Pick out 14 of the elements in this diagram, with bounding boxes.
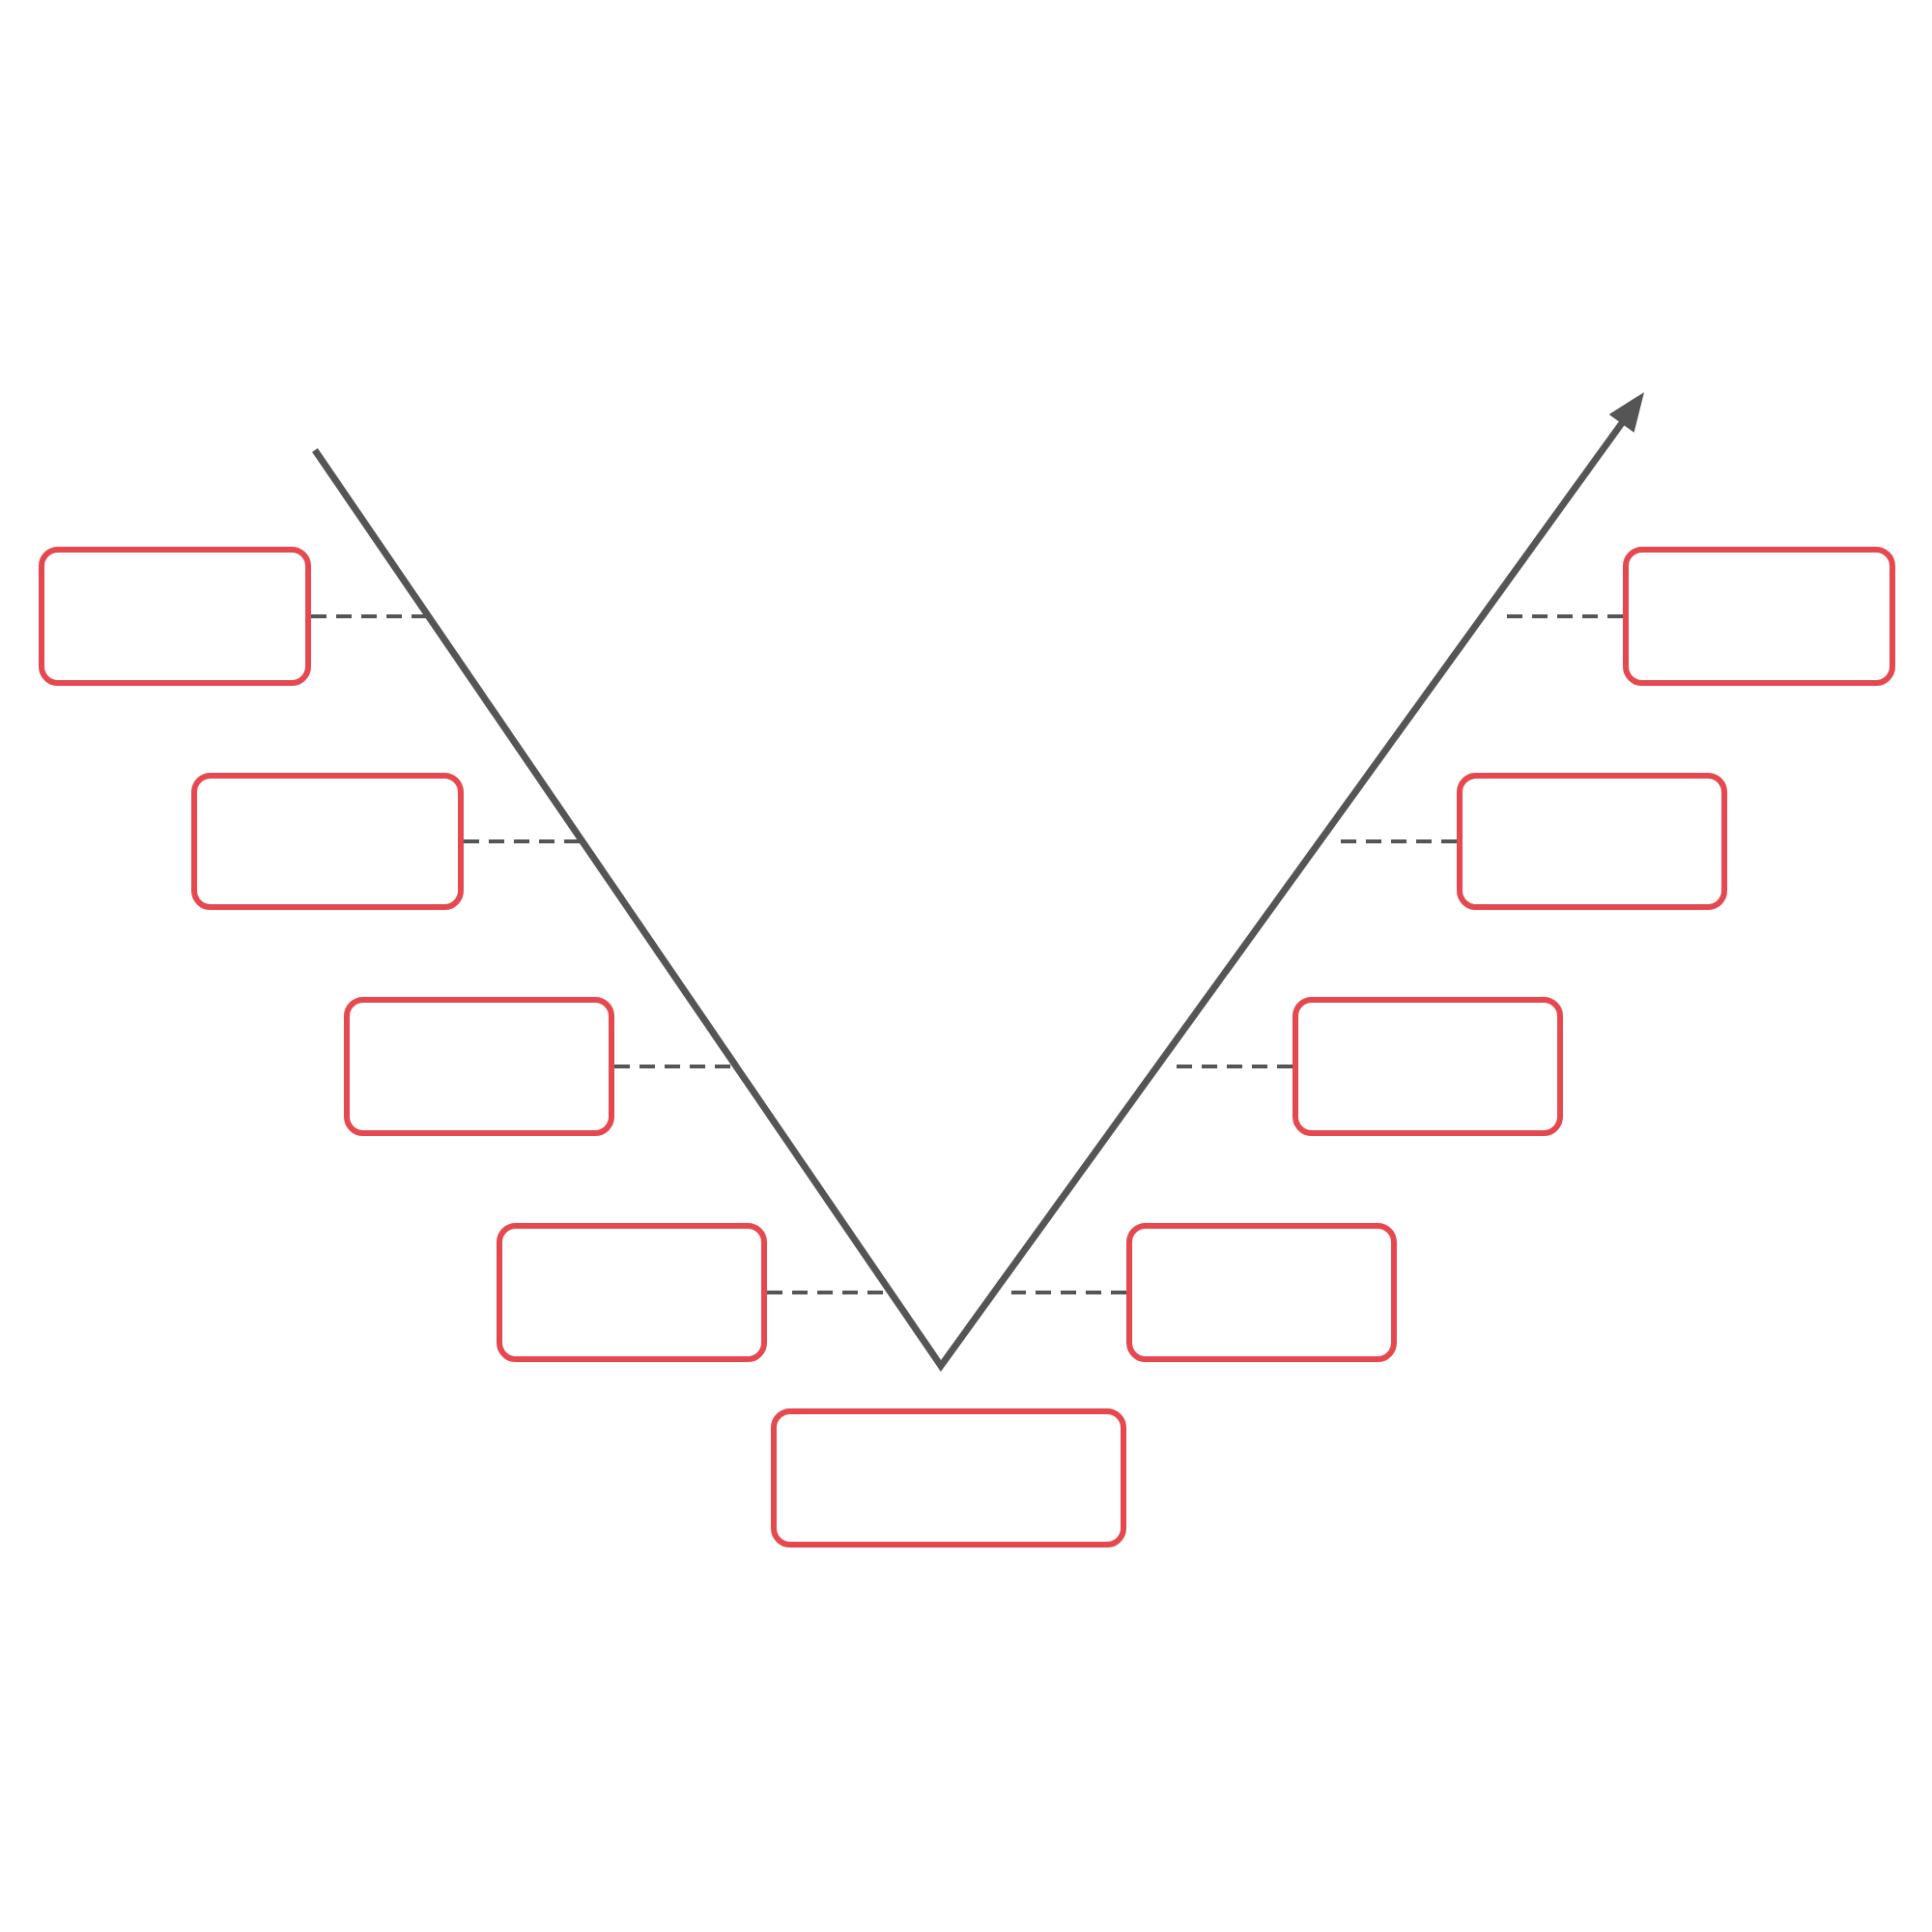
rounded-box: [1623, 547, 1895, 686]
rounded-box: [497, 1223, 767, 1362]
rounded-box: [1126, 1223, 1397, 1362]
dashed-leader-line: [311, 614, 429, 618]
dashed-leader-line: [1174, 1065, 1293, 1068]
dashed-leader-line: [1337, 839, 1457, 843]
rounded-box: [1293, 997, 1563, 1136]
rounded-box: [191, 773, 464, 910]
dashed-leader-line: [1010, 1291, 1126, 1294]
dashed-leader-line: [464, 839, 582, 843]
rounded-box: [1457, 773, 1727, 910]
rounded-box: [771, 1408, 1126, 1548]
rounded-box: [39, 547, 311, 686]
rounded-box: [344, 997, 614, 1136]
